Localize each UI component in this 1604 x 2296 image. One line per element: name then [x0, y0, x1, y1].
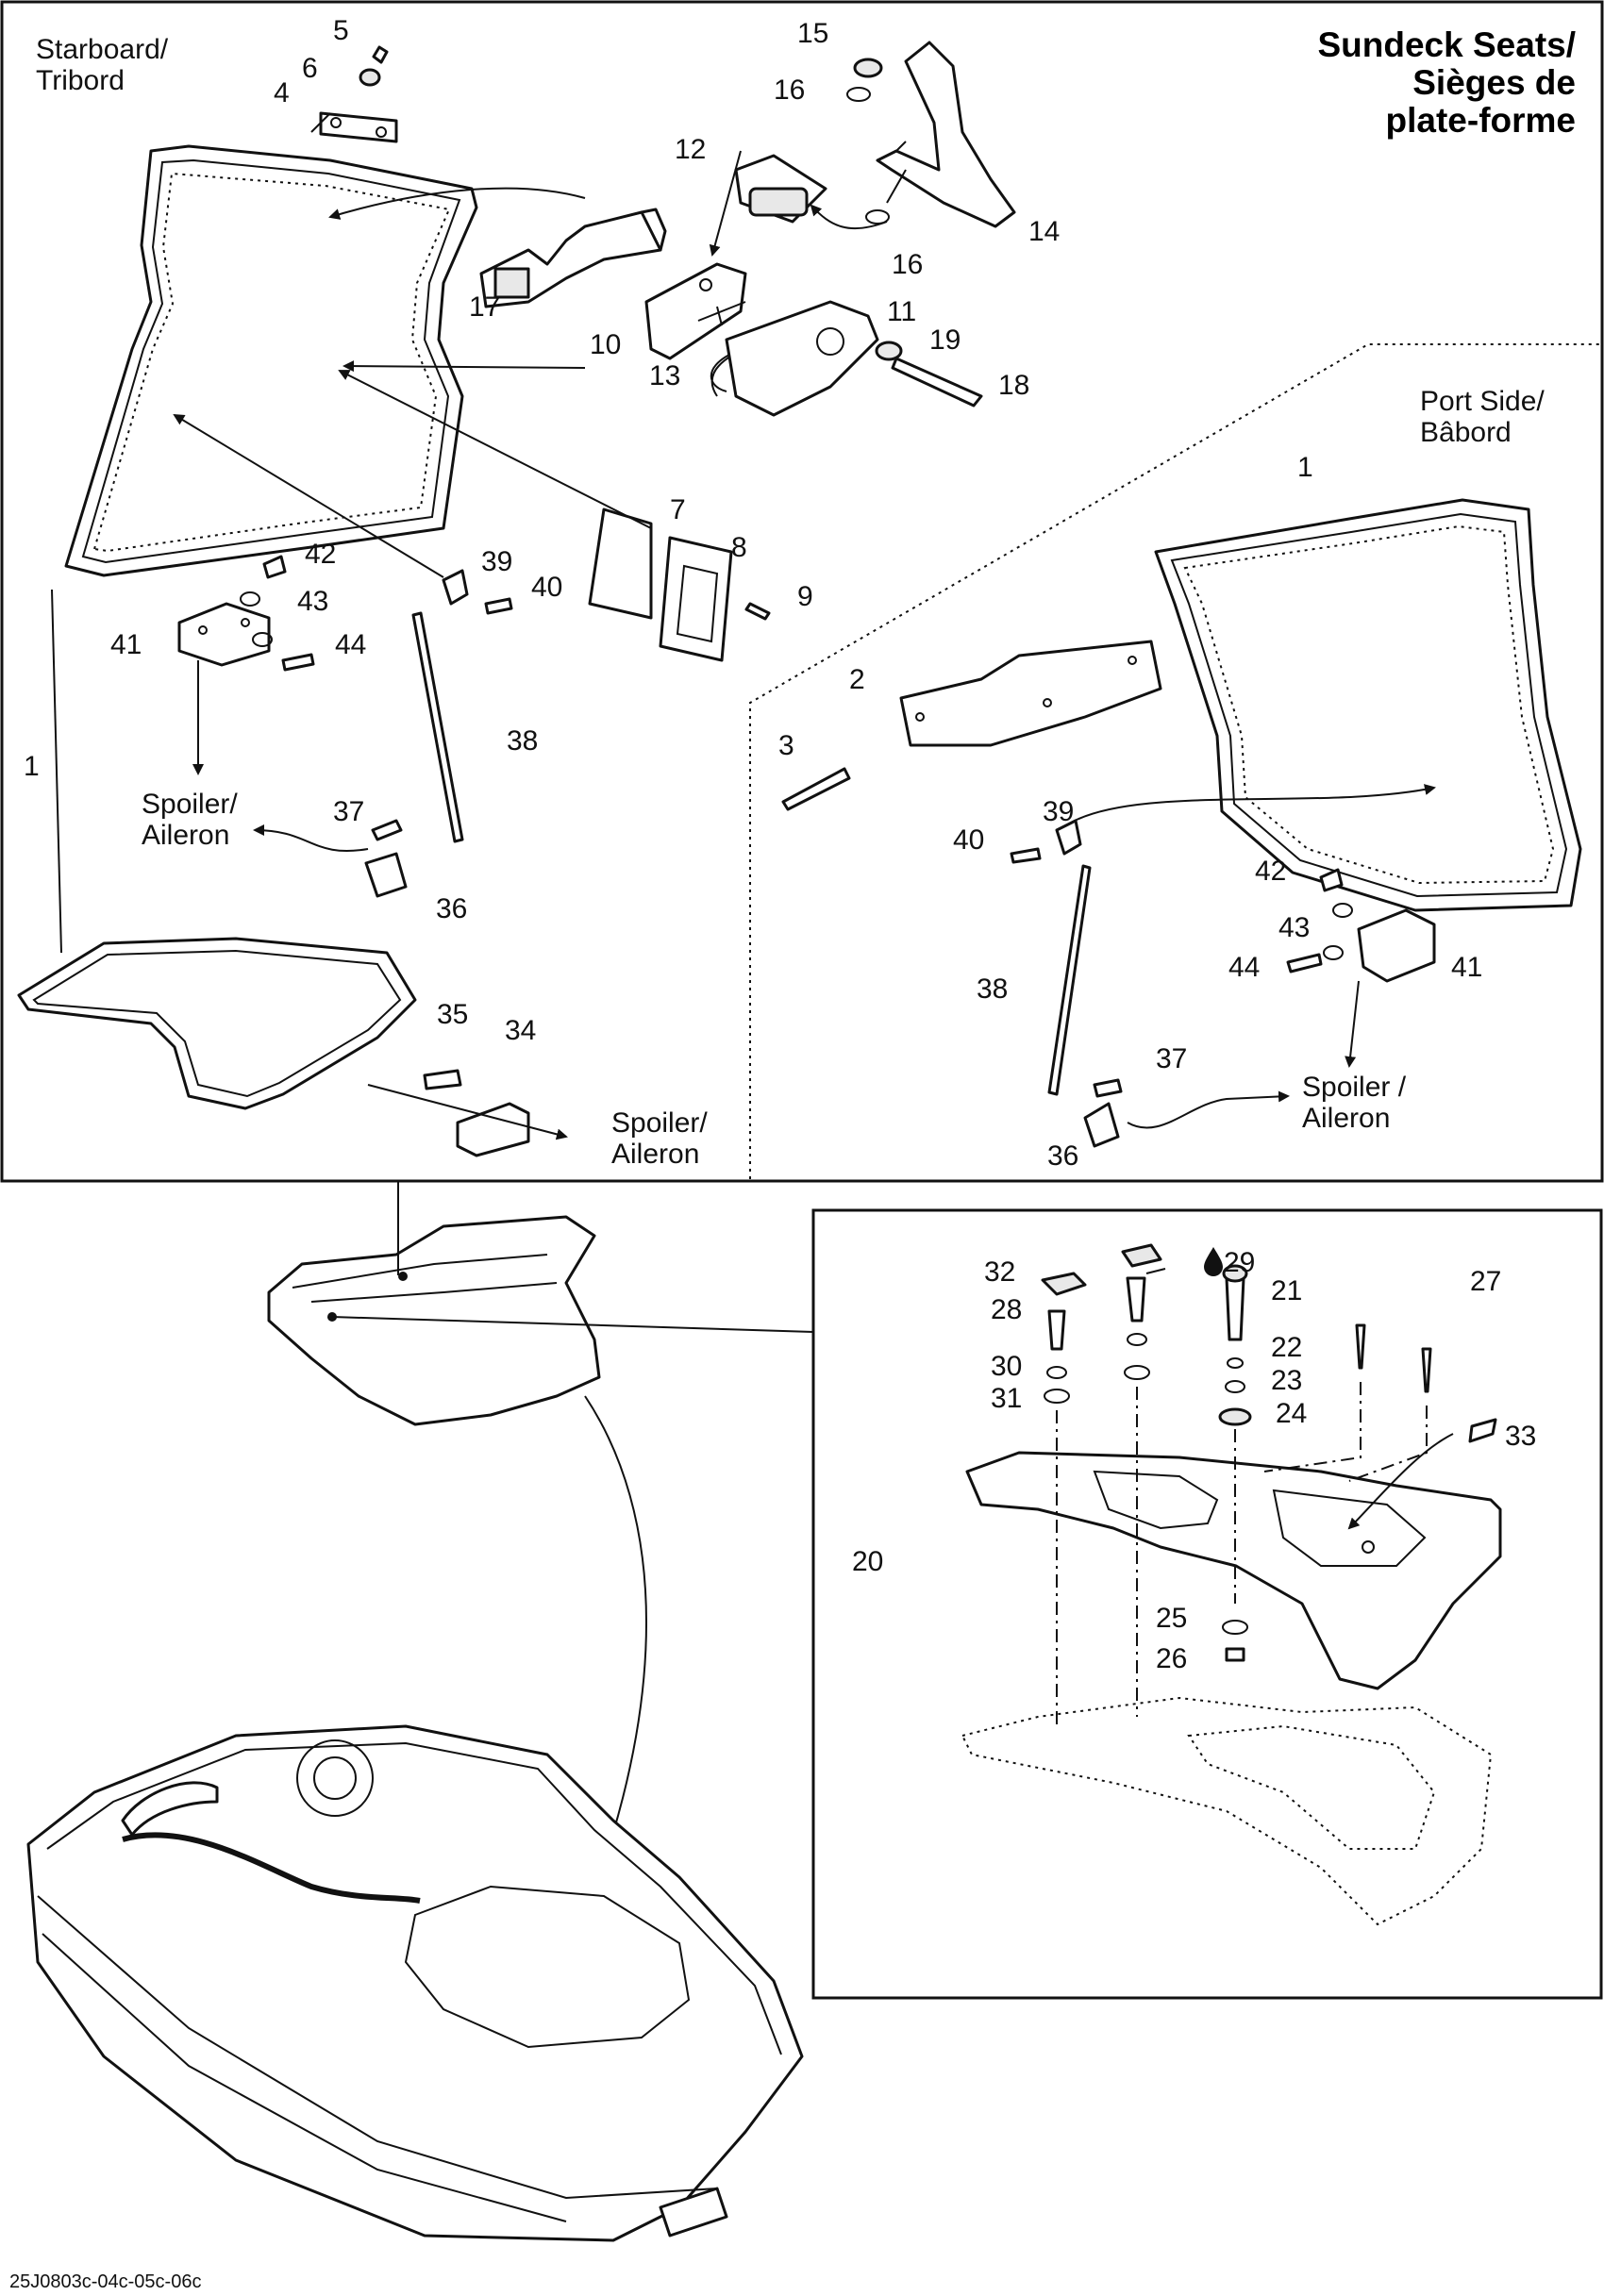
callout-28: 28	[991, 1294, 1022, 1325]
callout-11: 11	[887, 296, 916, 327]
drawing-code: 25J0803c-04c-05c-06c	[9, 2271, 201, 2292]
bracket-34	[456, 1102, 530, 1157]
callout-2: 2	[849, 664, 865, 695]
detail-frame	[811, 1208, 1603, 2000]
callout-43: 43	[297, 586, 328, 617]
callout-24: 24	[1276, 1398, 1307, 1429]
tribord-label: Tribord	[36, 65, 125, 96]
title-line-1: Sundeck Seats/	[1317, 25, 1576, 64]
callout-38: 38	[507, 725, 538, 757]
top-frame	[0, 0, 1604, 1183]
aileron-label-b: Aileron	[611, 1139, 699, 1170]
aileron-label-a: Aileron	[142, 820, 229, 851]
callout-41: 41	[110, 629, 142, 660]
callout-13: 13	[649, 360, 680, 391]
callout-27: 27	[1470, 1266, 1501, 1297]
callout-14: 14	[1028, 216, 1060, 247]
callout-37: 37	[1156, 1043, 1187, 1074]
callout-40: 40	[531, 572, 562, 603]
callout-43: 43	[1278, 912, 1310, 943]
callout-5: 5	[333, 15, 349, 46]
starboard-seat-backrest	[64, 144, 478, 577]
seat-base-20	[965, 1451, 1502, 1690]
callout-17: 17	[469, 291, 500, 323]
port-seat-backrest	[1154, 498, 1582, 912]
starboard-seat-base	[17, 937, 417, 1110]
callout-31: 31	[991, 1383, 1022, 1414]
callout-32: 32	[984, 1256, 1015, 1288]
callout-21: 21	[1271, 1275, 1302, 1306]
callout-37: 37	[333, 796, 364, 827]
callout-35: 35	[437, 999, 468, 1030]
callout-34: 34	[505, 1015, 536, 1046]
callout-33: 33	[1505, 1421, 1536, 1452]
starboard-label: Starboard/	[36, 34, 169, 65]
callout-39: 39	[481, 546, 512, 577]
callout-7: 7	[670, 494, 686, 525]
callout-36: 36	[436, 893, 467, 924]
boat-illustration	[26, 1724, 804, 2242]
callout-12: 12	[675, 134, 706, 165]
callout-30: 30	[991, 1351, 1022, 1382]
bracket-4	[319, 111, 398, 143]
callout-20: 20	[852, 1546, 883, 1577]
seat-cushion-dotted	[961, 1696, 1493, 1926]
callout-1: 1	[1297, 452, 1313, 483]
port-plate-2	[899, 640, 1162, 747]
plate-7	[588, 507, 653, 620]
callout-10: 10	[590, 329, 621, 360]
spoiler-label-a: Spoiler/	[142, 789, 238, 820]
spoiler-label-b: Spoiler/	[611, 1107, 708, 1139]
callout-42: 42	[305, 539, 336, 570]
callout-38: 38	[977, 973, 1008, 1005]
callout-36: 36	[1047, 1140, 1078, 1172]
callout-41: 41	[1451, 952, 1482, 983]
callout-22: 22	[1271, 1332, 1302, 1363]
callout-3: 3	[778, 730, 794, 761]
port-side-label: Port Side/	[1420, 386, 1545, 417]
callout-15: 15	[797, 18, 828, 49]
spoiler-label-c: Spoiler /	[1302, 1072, 1407, 1103]
callout-16: 16	[774, 75, 805, 106]
title-line-2: Sièges de	[1412, 63, 1576, 102]
callout-26: 26	[1156, 1643, 1187, 1674]
latch-assembly	[479, 154, 983, 417]
callout-29: 29	[1224, 1247, 1255, 1278]
callout-numbers: 1 1 2 3 4 5 6 7 8 9 10 11 12 13 14 15 16…	[24, 15, 1536, 1674]
callout-44: 44	[1228, 952, 1260, 983]
callout-8: 8	[731, 532, 747, 563]
hinge-41-port	[1357, 908, 1436, 983]
callout-9: 9	[797, 581, 813, 612]
callout-39: 39	[1043, 796, 1074, 827]
aileron-label-c: Aileron	[1302, 1103, 1390, 1134]
callout-40: 40	[953, 824, 984, 856]
callout-6: 6	[302, 53, 318, 84]
adhesive-drop-icon	[1204, 1247, 1223, 1276]
callout-25: 25	[1156, 1603, 1187, 1634]
callout-1: 1	[24, 751, 40, 782]
callout-19: 19	[929, 324, 961, 356]
callout-44: 44	[335, 629, 366, 660]
port-side-divider	[749, 343, 1600, 1179]
callout-4: 4	[274, 77, 290, 108]
callout-42: 42	[1255, 856, 1286, 887]
title-line-3: plate-forme	[1386, 101, 1576, 140]
callout-16: 16	[892, 249, 923, 280]
babord-label: Bâbord	[1420, 417, 1512, 448]
plate-8	[659, 536, 733, 662]
callout-18: 18	[998, 370, 1029, 401]
callout-23: 23	[1271, 1365, 1302, 1396]
hinge-41-starboard	[177, 602, 271, 667]
strap-14	[846, 41, 1016, 228]
